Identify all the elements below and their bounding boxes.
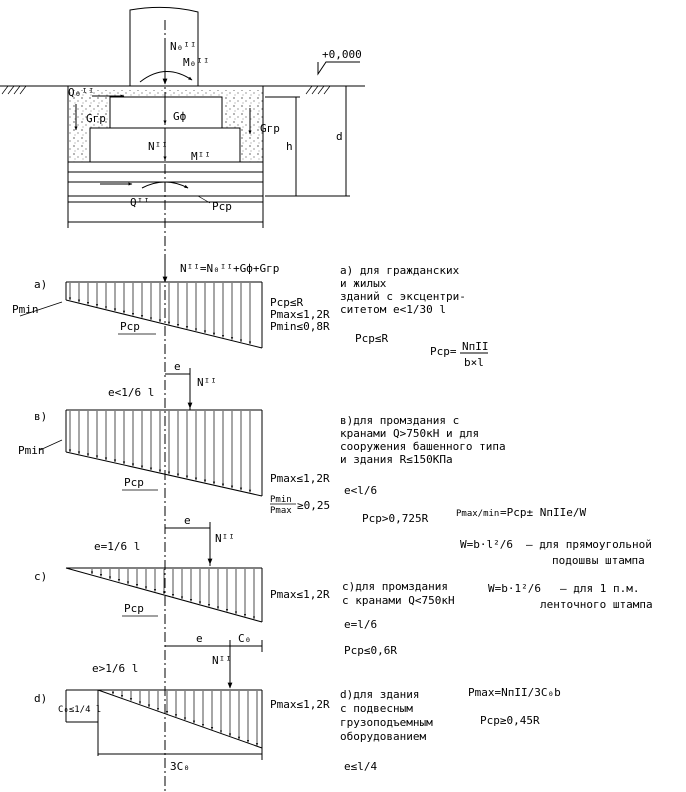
dim-h-label: h: [286, 140, 293, 153]
case-b-pmax: Pmax≤1,2R: [270, 472, 330, 485]
case-d-desc-1: d)для здания: [340, 688, 419, 701]
level-label: +0,000: [322, 48, 362, 61]
case-c-ecc: e=1/6 l: [94, 540, 140, 553]
m-base-label: Mᴵᴵ: [191, 150, 211, 163]
gf-label: Gф: [173, 110, 187, 123]
case-a-desc-2: и жилых: [340, 277, 387, 290]
case-c-pressure-arrows: [90, 569, 256, 620]
case-a-limit-2: Pmax≤1,2R: [270, 308, 330, 321]
n-base-label: Nᴵᴵ: [148, 140, 168, 153]
case-b-w1-desc-2: подошвы штампа: [552, 554, 645, 567]
case-a: а) Pmin Pcp Pcp≤R Pmax≤1,2R Pmin≤0,8R а)…: [12, 264, 489, 369]
case-b-tag: в): [34, 410, 47, 423]
case-b-cond-p: Pcp>0,725R: [362, 512, 429, 525]
case-a-tag: а): [34, 278, 47, 291]
case-d-ecc: e>1/6 l: [92, 662, 138, 675]
case-d-e: e: [196, 632, 203, 645]
case-c-n: Nᴵᴵ: [215, 532, 235, 545]
ggr-left-label: Gгр: [86, 112, 106, 125]
case-b-pressure-arrows: [68, 411, 252, 493]
case-b-ratio-val: ≥0,25: [297, 499, 330, 512]
case-b-pmin: Pmin: [18, 444, 45, 457]
case-d-cond-e: e≤l/4: [344, 760, 377, 773]
foundation-step-upper: [109, 96, 223, 129]
case-a-limit-3: Pmin≤0,8R: [270, 320, 330, 333]
total-load-formula: Nᴵᴵ=N₀ᴵᴵ+Gф+Gгр: [180, 262, 279, 275]
case-b-ratio-bot: Pmax: [270, 506, 292, 516]
q-base-label: Qᴵᴵ: [130, 196, 150, 209]
case-d-pressure-arrows: [111, 691, 259, 746]
case-b: e Nᴵᴵ e<1/6 l в) Pmin Pcp Pmax≤1,2R Pmin…: [18, 360, 652, 567]
case-a-formula: Pcp=: [430, 345, 457, 358]
case-a-desc-1: а) для гражданских: [340, 264, 460, 277]
case-a-pcp: Pcp: [120, 320, 140, 333]
case-c-pcp: Pcp: [124, 602, 144, 615]
case-c-w2-desc-2: ленточного штампа: [540, 598, 653, 611]
level-mark: [317, 61, 360, 76]
case-d-desc-3: грузоподъемным: [340, 716, 433, 729]
case-c-tag: с): [34, 570, 47, 583]
case-b-desc-4: и здания R≤150КПа: [340, 453, 453, 466]
case-a-desc-3: зданий с эксцентри-: [340, 290, 466, 303]
case-d-desc-2: с подвесным: [340, 702, 413, 715]
case-d-pmax-formula: Pmax=NпII/3C₀b: [468, 686, 561, 699]
p-cp-top-label: Pcp: [212, 200, 232, 213]
case-a-pmin: Pmin: [12, 303, 39, 316]
ground-hatch: [1, 85, 331, 95]
case-a-desc-4: ситетом e<1/30 l: [340, 303, 446, 316]
case-b-ecc: e<1/6 l: [108, 386, 154, 399]
q0-label: Q₀ᴵᴵ: [68, 86, 95, 99]
case-d-cond-p: Pcp≥0,45R: [480, 714, 540, 727]
n0-label: N₀ᴵᴵ: [170, 40, 197, 53]
case-d-pmax: Pmax≤1,2R: [270, 698, 330, 711]
case-c-e: e: [184, 514, 191, 527]
case-d: e C₀ Nᴵᴵ e>1/6 l d) C₀≤1/4 l Pmax≤1,2R 3…: [34, 632, 561, 773]
case-c-cond-p: Pcp≤0,6R: [344, 644, 397, 657]
case-b-w1: W=b·l²/6: [460, 538, 513, 551]
case-d-3c0: 3C₀: [170, 760, 190, 773]
case-d-desc-4: оборудованием: [340, 730, 426, 743]
case-b-desc-1: в)для промздания с: [340, 414, 459, 427]
column: [129, 6, 199, 86]
case-a-pressure-arrows: [68, 283, 252, 345]
case-a-formula-den: b×l: [464, 356, 484, 369]
case-b-desc-3: сооружения башенного типа: [340, 440, 506, 453]
case-b-ratio-top: Pmin: [270, 495, 292, 505]
case-c-pmax: Pmax≤1,2R: [270, 588, 330, 601]
m0-label: M₀ᴵᴵ: [183, 56, 210, 69]
case-d-n: Nᴵᴵ: [212, 654, 232, 667]
case-c-desc-2: с кранами Q<750кН: [342, 594, 455, 607]
case-b-pmaxmin-rhs: =Pcp± NпIIe/W: [500, 506, 586, 519]
case-b-pcp: Pcp: [124, 476, 144, 489]
dim-d-label: d: [336, 130, 343, 143]
foundation-section: N₀ᴵᴵ M₀ᴵᴵ Q₀ᴵᴵ +0,000 Gф Gгр Gгр Nᴵᴵ Mᴵᴵ…: [0, 6, 365, 792]
case-c-cond-e: e=l/6: [344, 618, 377, 631]
m0-arc: [139, 71, 193, 83]
case-b-e: e: [174, 360, 181, 373]
case-b-n: Nᴵᴵ: [197, 376, 217, 389]
case-a-limit-1: Pcp≤R: [270, 296, 303, 309]
ggr-right-label: Gгр: [260, 122, 280, 135]
case-b-desc-2: кранами Q>750кН и для: [340, 427, 479, 440]
case-b-w1-desc-1: – для прямоугольной: [526, 538, 652, 551]
case-b-pmaxmin-lhs: Pmax/min: [456, 509, 499, 519]
case-c-desc-1: с)для промздания: [342, 580, 448, 593]
case-d-c0: C₀: [238, 632, 251, 645]
case-a-formula-num: NпII: [462, 340, 489, 353]
case-d-tag: d): [34, 692, 47, 705]
case-a-cond: Pcp≤R: [355, 332, 388, 345]
case-b-cond-e: e<l/6: [344, 484, 377, 497]
case-d-c0-dim: C₀≤1/4 l: [58, 705, 101, 715]
case-c: e Nᴵᴵ e=1/6 l с) Pcp Pmax≤1,2R с)для про…: [34, 514, 653, 657]
case-c-w2-desc-1: – для 1 п.м.: [560, 582, 639, 595]
case-c-w2: W=b·1²/6: [488, 582, 541, 595]
